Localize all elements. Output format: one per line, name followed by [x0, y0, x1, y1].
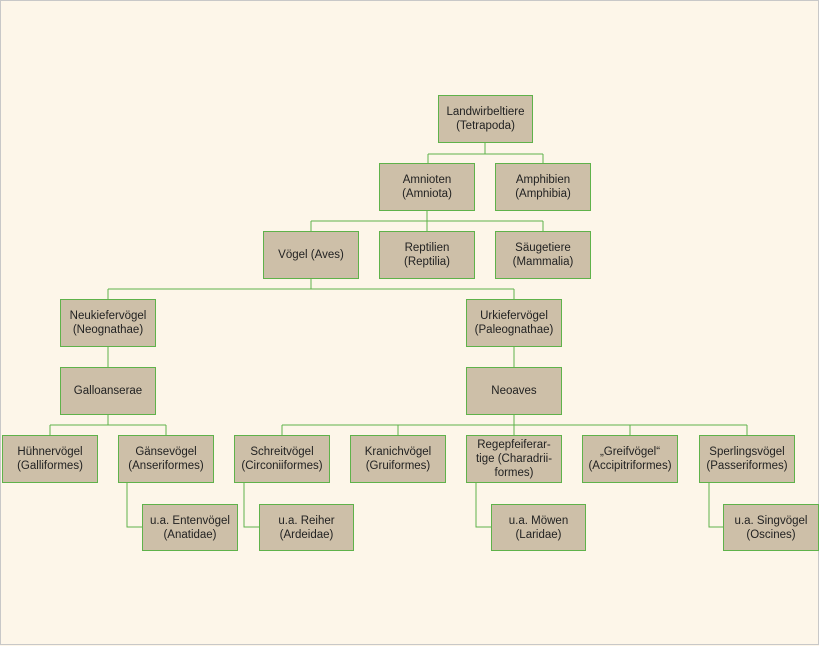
connector: [427, 143, 544, 163]
connector: [49, 415, 167, 435]
node-label: u.a. Entenvögel (Anatidae): [150, 514, 230, 541]
node-label: Urkiefervögel (Paleognathae): [474, 310, 554, 336]
node-label: Vögel (Aves): [278, 249, 344, 261]
node-mammalia: Säugetiere (Mammalia): [495, 231, 591, 279]
node-label: Amphibien (Amphibia): [515, 174, 571, 200]
node-passeriformes: Sperlingsvögel (Passeriformes): [699, 435, 795, 483]
node-charadriiformes: Regepfeiferar- tige (Charadrii- formes): [466, 435, 562, 483]
node-label: Galloanserae: [73, 385, 143, 397]
node-tetrapoda: Landwirbeltiere (Tetrapoda): [438, 95, 533, 143]
node-ardeidae: u.a. Reiher (Ardeidae): [259, 504, 354, 551]
connector: [126, 483, 142, 528]
node-amniota: Amnioten (Amniota): [379, 163, 475, 211]
node-accipitriformes: „Greifvögel“ (Accipitriformes): [582, 435, 678, 483]
node-galliformes: Hühnervögel (Galliformes): [2, 435, 98, 483]
node-label: Schreitvögel (Circoniiformes): [241, 446, 323, 472]
node-label: Landwirbeltiere (Tetrapoda): [446, 106, 525, 132]
node-aves: Vögel (Aves): [263, 231, 359, 279]
node-neoaves: Neoaves: [466, 367, 562, 415]
connector: [310, 211, 544, 231]
node-neognathae: Neukiefervögel (Neognathae): [60, 299, 156, 347]
node-anatidae: u.a. Entenvögel (Anatidae): [142, 504, 238, 551]
node-anseriformes: Gänsevögel (Anseriformes): [118, 435, 214, 483]
node-laridae: u.a. Möwen (Laridae): [491, 504, 586, 551]
node-paleognathae: Urkiefervögel (Paleognathae): [466, 299, 562, 347]
node-label: Gänsevögel (Anseriformes): [128, 446, 204, 472]
connector: [475, 483, 491, 528]
node-ciconiiformes: Schreitvögel (Circoniiformes): [234, 435, 330, 483]
node-gruiformes: Kranichvögel (Gruiformes): [350, 435, 446, 483]
node-label: u.a. Möwen (Laridae): [508, 514, 569, 541]
node-label: Amnioten (Amniota): [402, 174, 452, 200]
node-label: Säugetiere (Mammalia): [512, 242, 574, 268]
node-label: u.a. Reiher (Ardeidae): [278, 514, 335, 541]
node-reptilia: Reptilien (Reptilia): [379, 231, 475, 279]
node-label: Hühnervögel (Galliformes): [17, 446, 83, 472]
connector: [107, 279, 515, 299]
node-galloanserae: Galloanserae: [60, 367, 156, 415]
connector: [243, 483, 259, 528]
node-label: Kranichvögel (Gruiformes): [364, 446, 432, 472]
node-label: Sperlingsvögel (Passeriformes): [706, 446, 788, 472]
connector: [708, 483, 723, 528]
node-label: „Greifvögel“ (Accipitriformes): [588, 446, 672, 472]
node-oscines: u.a. Singvögel (Oscines): [723, 504, 819, 551]
connector: [281, 415, 748, 435]
node-amphibia: Amphibien (Amphibia): [495, 163, 591, 211]
node-label: Reptilien (Reptilia): [403, 242, 450, 268]
node-label: Regepfeiferar- tige (Charadrii- formes): [475, 439, 553, 479]
node-label: u.a. Singvögel (Oscines): [734, 514, 808, 541]
node-label: Neukiefervögel (Neognathae): [69, 310, 147, 336]
node-label: Neoaves: [491, 385, 537, 397]
